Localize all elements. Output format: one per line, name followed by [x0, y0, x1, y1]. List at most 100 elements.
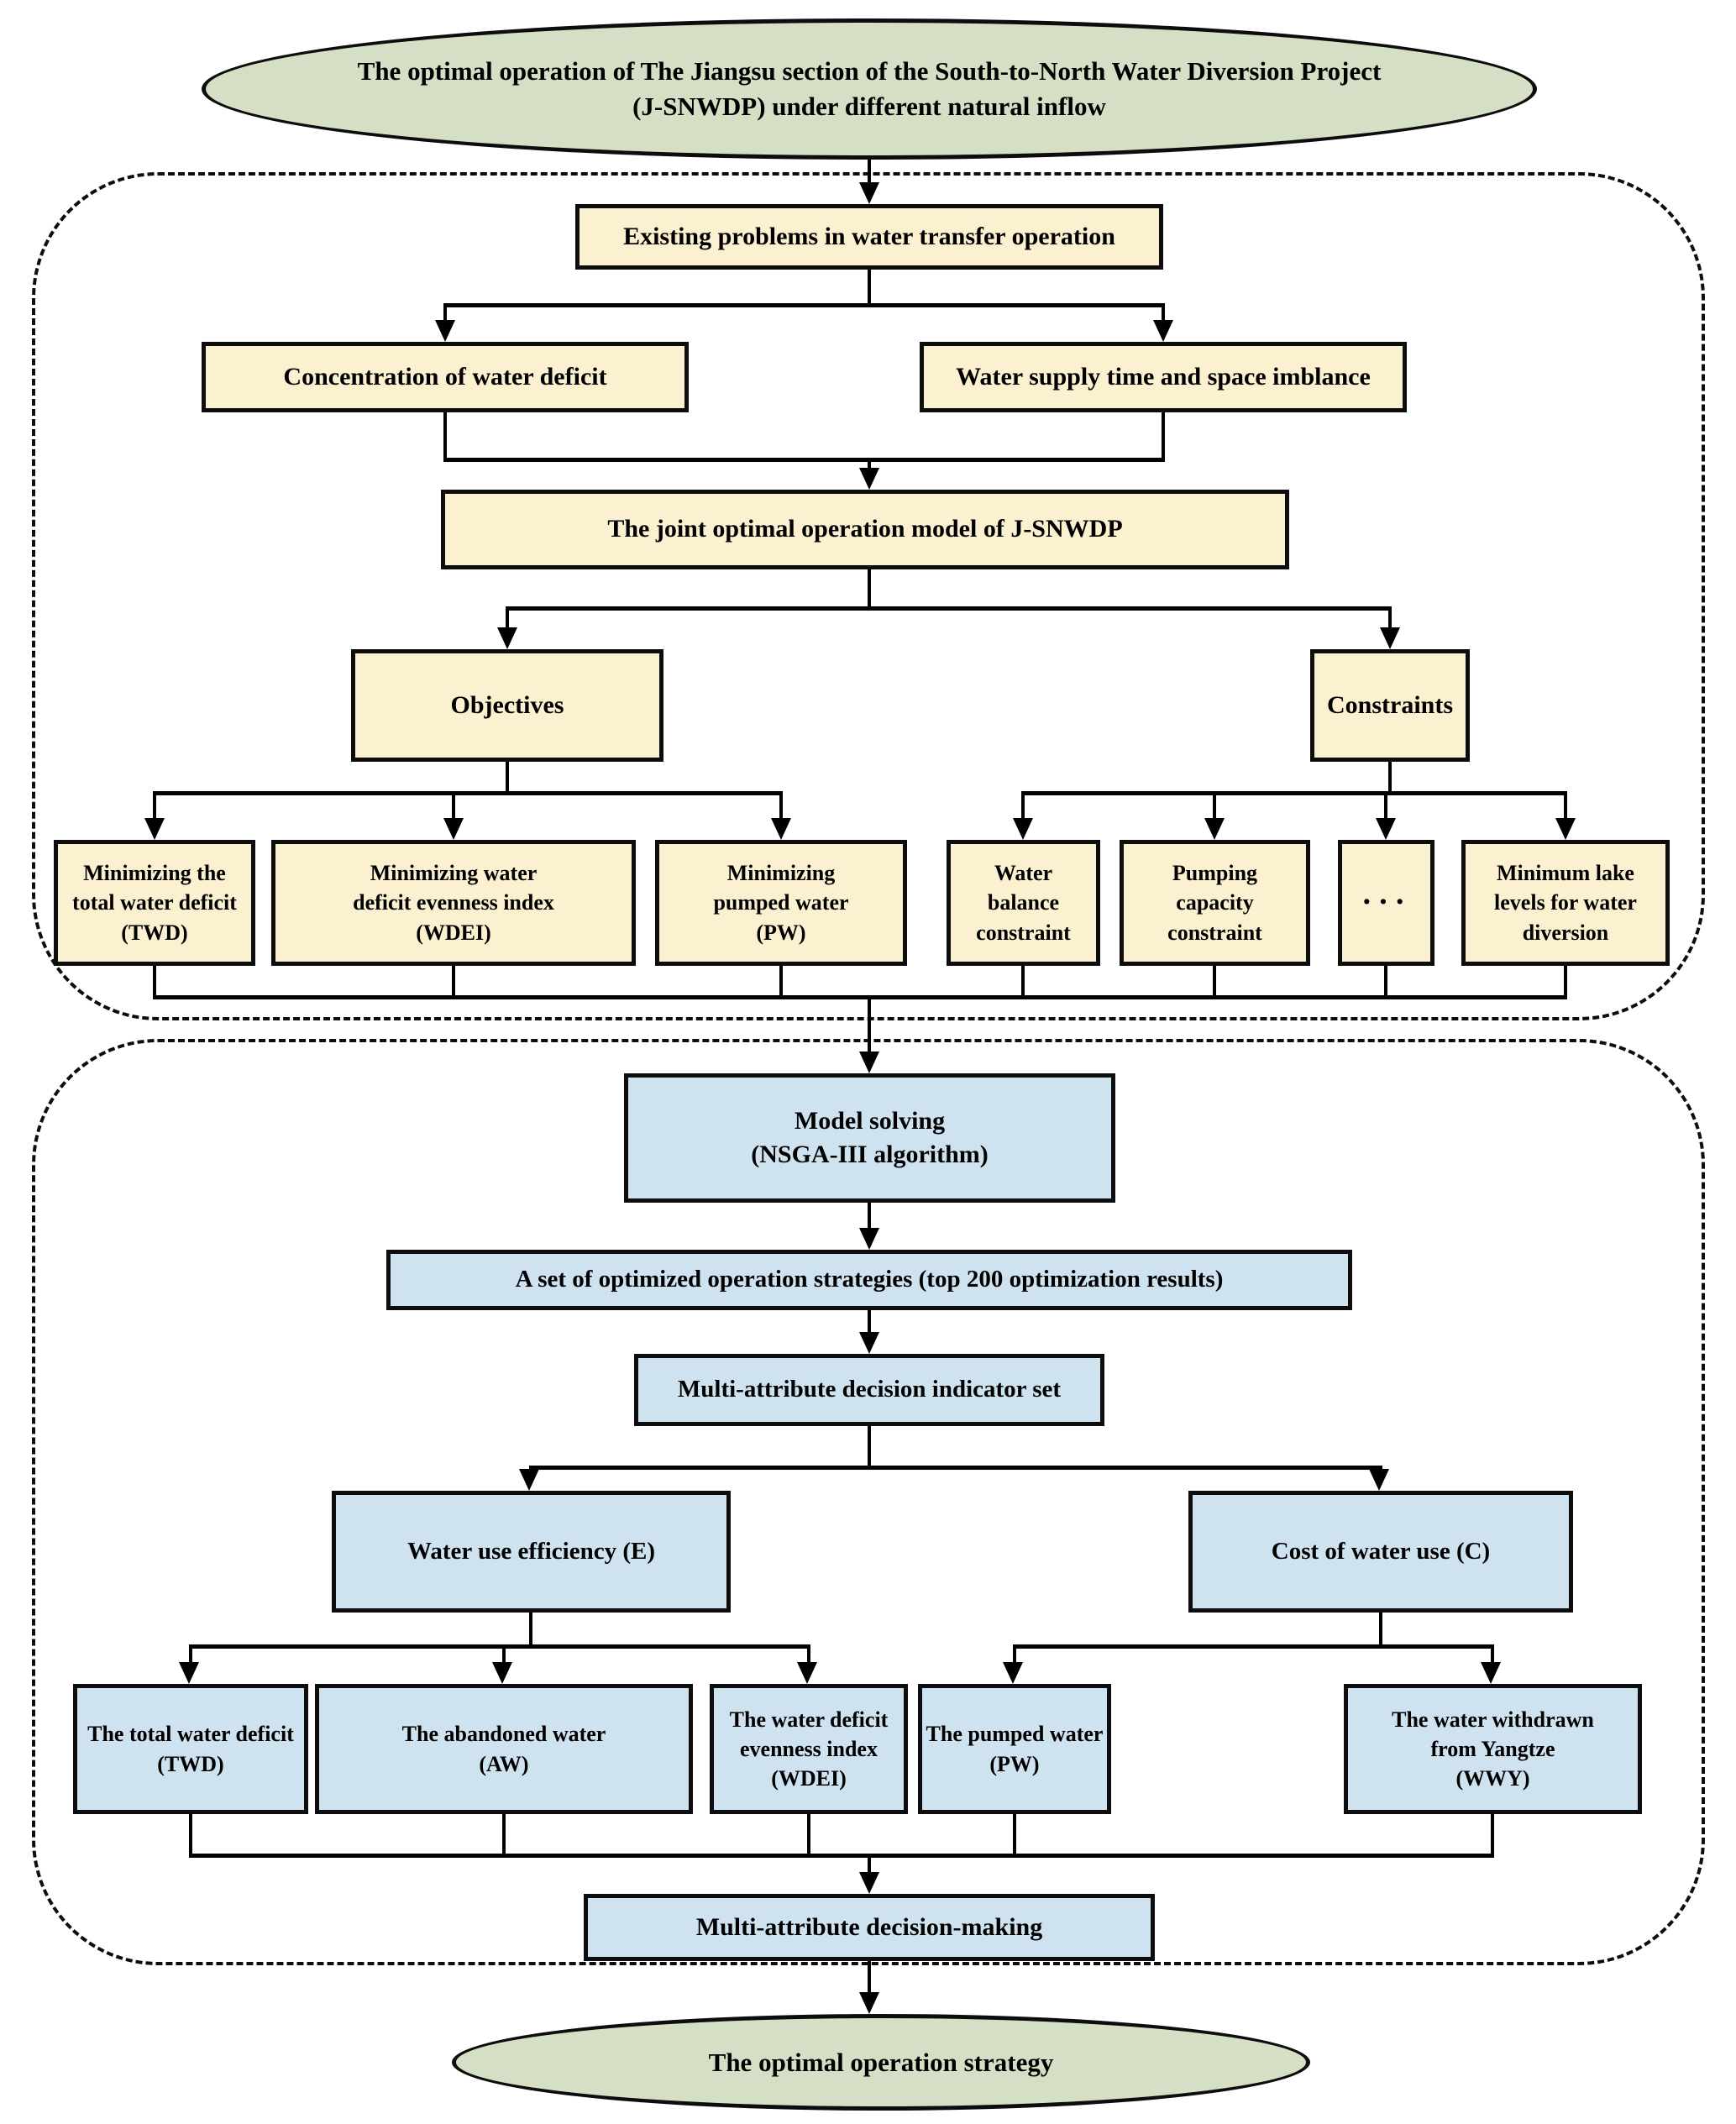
connector	[1564, 966, 1567, 997]
arrowhead	[859, 1228, 879, 1250]
connector	[153, 791, 783, 795]
decision-making-box: Multi-attribute decision-making	[584, 1894, 1155, 1961]
arrowhead	[1481, 1662, 1501, 1684]
existing-problems-box: Existing problems in water transfer oper…	[575, 204, 1163, 270]
indicator-wdei-box: The water deficit evenness index (WDEI)	[710, 1684, 908, 1814]
connector	[779, 966, 783, 997]
start-terminal: The optimal operation of The Jiangsu sec…	[202, 18, 1537, 160]
water-use-efficiency-box: Water use efficiency (E)	[332, 1491, 731, 1613]
connector	[452, 793, 455, 820]
arrowhead	[435, 320, 455, 342]
arrowhead	[771, 818, 791, 840]
connector	[506, 762, 509, 793]
indicator-pw-box: The pumped water (PW)	[918, 1684, 1111, 1814]
objective-twd-box: Minimizing the total water deficit (TWD)	[54, 840, 255, 966]
connector	[1384, 793, 1387, 820]
connector	[868, 1310, 871, 1332]
connector	[1021, 793, 1025, 820]
constraint-ellipsis-box: ···	[1338, 840, 1434, 966]
constraints-box: Constraints	[1310, 649, 1470, 762]
connector	[1013, 1646, 1016, 1665]
connector	[1021, 966, 1025, 997]
arrowhead	[144, 818, 165, 840]
connector	[1384, 966, 1387, 997]
connector	[443, 305, 447, 322]
optimized-strategies-box: A set of optimized operation strategies …	[386, 1250, 1352, 1310]
connector	[1491, 1646, 1494, 1665]
problem-concentration-box: Concentration of water deficit	[202, 342, 689, 412]
connector	[502, 1814, 506, 1854]
arrowhead	[1380, 627, 1400, 649]
connector	[506, 608, 509, 629]
connector	[1162, 305, 1165, 322]
connector	[443, 458, 1165, 462]
arrowhead	[859, 1332, 879, 1354]
arrowhead	[1376, 818, 1396, 840]
arrowhead	[1204, 818, 1225, 840]
connector	[1388, 762, 1392, 793]
constraint-lake-levels-box: Minimum lake levels for water diversion	[1461, 840, 1670, 966]
connector	[868, 997, 871, 1052]
arrowhead	[859, 468, 879, 490]
connector	[1213, 966, 1216, 997]
arrowhead	[1153, 320, 1173, 342]
connector	[807, 1646, 810, 1665]
arrowhead	[1003, 1662, 1023, 1684]
connector	[868, 1961, 871, 1994]
arrowhead	[859, 1992, 879, 2014]
arrowhead	[497, 627, 517, 649]
constraint-pumping-capacity-box: Pumping capacity constraint	[1120, 840, 1310, 966]
connector	[868, 160, 871, 184]
arrowhead	[179, 1662, 199, 1684]
connector	[1491, 1814, 1494, 1854]
objective-wdei-box: Minimizing water deficit evenness index …	[271, 840, 636, 966]
arrowhead	[1369, 1469, 1389, 1491]
arrowhead	[797, 1662, 817, 1684]
connector	[452, 966, 455, 997]
model-solving-box: Model solving (NSGA-III algorithm)	[624, 1073, 1115, 1203]
connector	[153, 966, 156, 997]
connector	[868, 1426, 871, 1467]
arrowhead	[443, 818, 464, 840]
arrowhead	[519, 1469, 539, 1491]
connector	[529, 1613, 532, 1644]
arrowhead	[859, 182, 879, 204]
connector	[153, 793, 156, 820]
connector	[868, 1855, 871, 1874]
objectives-box: Objectives	[351, 649, 663, 762]
connector	[502, 1646, 506, 1665]
connector	[1013, 1814, 1016, 1854]
connector	[1013, 1644, 1494, 1649]
problem-imbalance-box: Water supply time and space imblance	[920, 342, 1407, 412]
connector	[868, 1203, 871, 1228]
connector	[1564, 793, 1567, 820]
end-terminal: The optimal operation strategy	[452, 2014, 1310, 2111]
connector	[779, 793, 783, 820]
arrowhead	[859, 1052, 879, 1073]
connector	[868, 569, 871, 608]
constraint-water-balance-box: Water balance constraint	[947, 840, 1100, 966]
connector	[189, 1814, 192, 1854]
indicator-twd-box: The total water deficit (TWD)	[73, 1684, 308, 1814]
connector	[153, 995, 1567, 999]
connector	[868, 459, 871, 469]
joint-model-box: The joint optimal operation model of J-S…	[441, 490, 1289, 569]
connector	[1162, 412, 1165, 459]
connector	[868, 270, 871, 305]
indicator-set-box: Multi-attribute decision indicator set	[634, 1354, 1104, 1426]
arrowhead	[859, 1872, 879, 1894]
connector	[443, 412, 447, 459]
connector	[1388, 608, 1392, 629]
connector	[807, 1814, 810, 1854]
indicator-aw-box: The abandoned water (AW)	[315, 1684, 693, 1814]
cost-of-water-use-box: Cost of water use (C)	[1188, 1491, 1573, 1613]
connector	[189, 1854, 1494, 1858]
connector	[443, 303, 1165, 307]
connector	[529, 1466, 1382, 1470]
connector	[1213, 793, 1216, 820]
objective-pw-box: Minimizing pumped water (PW)	[655, 840, 907, 966]
arrowhead	[492, 1662, 512, 1684]
connector	[189, 1644, 810, 1649]
arrowhead	[1013, 818, 1033, 840]
